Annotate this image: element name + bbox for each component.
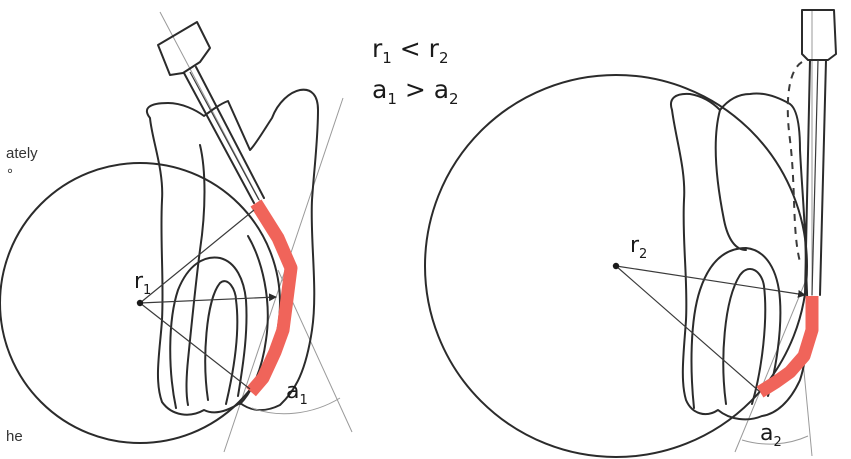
- radius-line-lower: [139, 302, 251, 390]
- radius-line-horizontal: [139, 293, 277, 304]
- root-loop-outline: [690, 247, 782, 409]
- root-inner-loop-outline: [204, 280, 239, 405]
- circle-center-point: [136, 299, 144, 307]
- dashed-original-outline: [786, 61, 803, 263]
- relation-angle: a1 > a2: [372, 75, 459, 108]
- radius-line-horizontal: [615, 265, 806, 298]
- root-inner-loop-outline: [722, 268, 767, 405]
- file-shaft-core: [811, 59, 819, 296]
- radius-label: r2: [630, 233, 647, 262]
- radius-line-upper: [139, 209, 255, 304]
- canal-curvature-highlight: [756, 296, 819, 398]
- right-panel-large-radius: r2 a2: [424, 9, 837, 458]
- tooth-outline: [145, 88, 319, 416]
- relation-formulas: r1 < r2 a1 > a2: [372, 34, 459, 108]
- file-handle-outline: [157, 21, 211, 76]
- angle-arc: [251, 397, 341, 415]
- tangent-line-upper: [223, 97, 344, 453]
- tangent-line-upper: [734, 279, 807, 453]
- file-shaft-left: [804, 59, 811, 296]
- angle-label: a1: [286, 379, 308, 408]
- file-shaft-right: [195, 66, 265, 199]
- canal-curvature-highlight: [246, 199, 298, 397]
- side-caption-fragment-3: he: [6, 428, 23, 445]
- curvature-circle: [424, 74, 808, 458]
- file-shaft-left: [183, 72, 255, 204]
- inner-canal-outline: [185, 144, 206, 406]
- relation-radius: r1 < r2: [372, 34, 449, 67]
- endodontic-file: [157, 21, 265, 204]
- file-handle-outline: [801, 9, 837, 61]
- left-panel-small-radius: r1 a1: [0, 11, 353, 453]
- root-loop-outline: [169, 256, 248, 409]
- angle-arc: [741, 435, 809, 445]
- side-caption-fragment-2: °: [7, 166, 13, 183]
- file-shaft-core: [189, 71, 260, 201]
- angle-label: a2: [760, 421, 782, 450]
- radius-line-lower: [615, 265, 761, 393]
- file-shaft-right: [819, 59, 827, 296]
- side-caption-fragment-1: ately: [6, 145, 38, 162]
- canal-wall-outline: [714, 109, 747, 251]
- circle-center-point: [612, 262, 620, 270]
- endodontic-file: [801, 9, 837, 296]
- radius-label: r1: [134, 269, 151, 298]
